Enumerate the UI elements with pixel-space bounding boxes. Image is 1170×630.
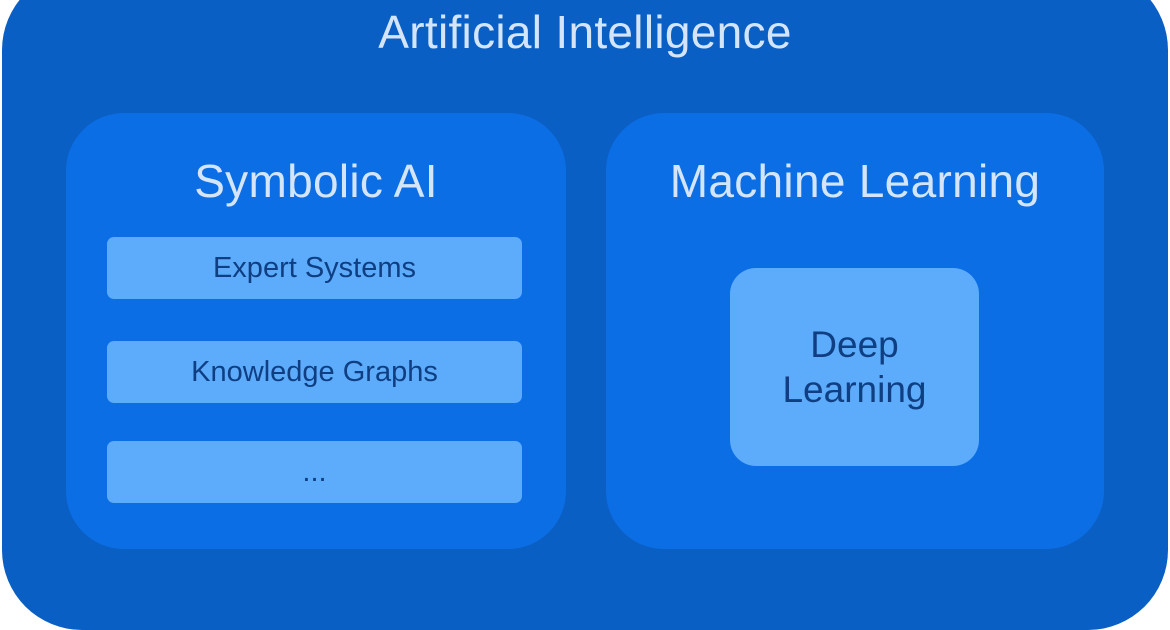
- ellipsis-box: ...: [107, 441, 522, 503]
- symbolic-ai-title: Symbolic AI: [194, 155, 438, 207]
- ai-title: Artificial Intelligence: [378, 6, 792, 58]
- deep-learning-line-2: Learning: [782, 369, 927, 410]
- expert-systems-box: Expert Systems: [107, 237, 522, 299]
- knowledge-graphs-box: Knowledge Graphs: [107, 341, 522, 403]
- deep-learning-line-1: Deep: [810, 324, 899, 365]
- symbolic-ai-panel: Symbolic AI Expert Systems Knowledge Gra…: [66, 113, 566, 549]
- machine-learning-title: Machine Learning: [669, 155, 1041, 207]
